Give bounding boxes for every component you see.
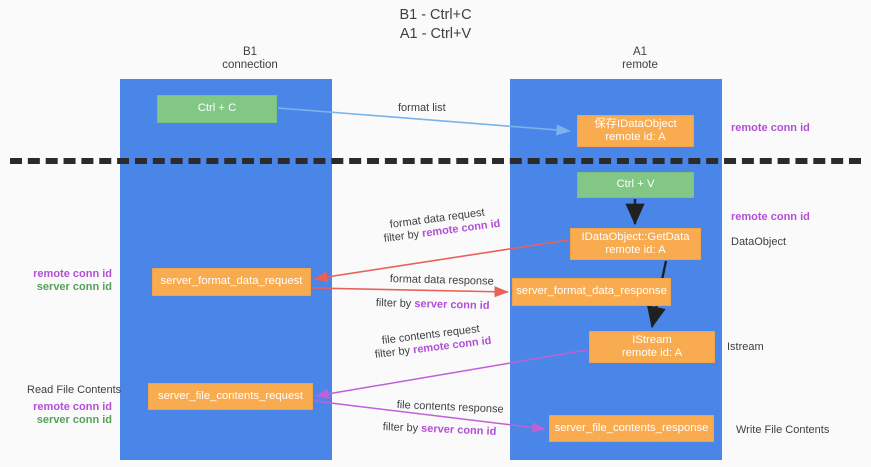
annotation-left-server-conn-id: server conn id [36,281,112,293]
node-server-format-data-request[interactable]: server_format_data_request [152,268,311,296]
column-header-b1: B1 connection [222,46,278,71]
node-idataobject-getdata[interactable]: IDataObject::GetData remote id: A [570,228,701,260]
arrow-label-file-contents-response-filter: filter by server conn id [382,420,496,440]
filter-prefix: filter by [375,296,415,311]
node-server-file-contents-response[interactable]: server_file_contents_response [549,415,714,442]
filter-key-server-conn-id: server conn id [414,298,490,312]
annotation-write-file-contents: Write File Contents [736,424,830,436]
node-ctrl-v[interactable]: Ctrl + V [577,172,694,198]
annotation-remote-conn-id-mid: remote conn id [731,211,810,223]
filter-prefix: filter by [382,420,422,435]
annotation-left-remote-conn-id: remote conn id [33,268,112,280]
arrow-label-format-data-response-filter: filter by server conn id [376,296,490,314]
annotation-left-remote-conn-id-2: remote conn id [33,401,112,413]
filter-prefix: filter by [374,344,414,361]
arrow-label-format-data-response: format data response [389,272,494,288]
node-server-file-contents-request[interactable]: server_file_contents_request [148,383,313,410]
annotation-dataobject: DataObject [731,236,787,248]
annotation-left-conn-ids-2: remote conn id server conn id [22,401,112,427]
column-header-a1: A1 remote [622,46,658,71]
annotation-left-server-conn-id-2: server conn id [36,414,112,426]
filter-key-server-conn-id: server conn id [420,422,497,438]
node-idataobject[interactable]: 保存IDataObject remote id: A [577,115,694,147]
annotation-istream: Istream [727,341,764,353]
node-ctrl-c[interactable]: Ctrl + C [157,95,277,123]
arrow-label-file-contents-response: file contents response [396,398,504,416]
annotation-left-conn-ids: remote conn id server conn id [22,268,112,294]
arrow-label-format-list: format list [398,102,446,114]
annotation-remote-conn-id-top: remote conn id [731,122,810,134]
section-divider [10,158,861,164]
annotation-read-file-contents: Read File Contents [27,384,122,396]
filter-prefix: filter by [383,227,423,245]
node-server-format-data-response[interactable]: server_format_data_response [512,278,671,306]
node-istream[interactable]: IStream remote id: A [589,331,715,363]
page-title: B1 - Ctrl+C A1 - Ctrl+V [399,7,472,42]
